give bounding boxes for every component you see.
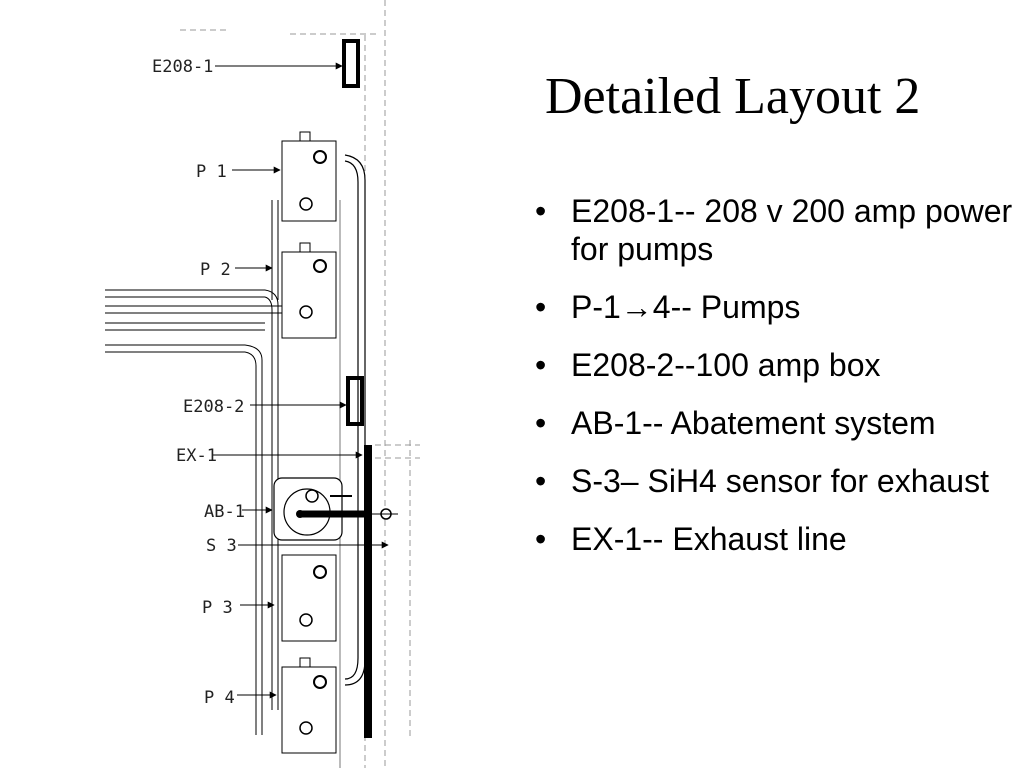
label-p2: P 2 [200,260,231,280]
bullet-text: EX-1-- Exhaust line [571,521,847,557]
label-ab1: AB-1 [204,502,245,522]
bullet-dot-icon: • [535,521,547,557]
feed-lines [105,289,285,353]
bullet-dot-icon: • [535,289,547,325]
label-e208-1: E208-1 [152,57,213,77]
bullet-item: • P-1→4-- Pumps [535,288,1015,326]
pump-p3 [281,554,337,642]
bullet-item: • EX-1-- Exhaust line [535,520,1015,558]
label-p4: P 4 [204,688,235,708]
bullet-item: • E208-2--100 amp box [535,346,1015,384]
layout-diagram: E208-1 P 1 P 2 E208-2 EX-1 AB-1 S 3 P 3 … [105,0,420,768]
bullet-list: • E208-1-- 208 v 200 amp power for pumps… [535,192,1015,578]
label-s3: S 3 [206,536,237,556]
bullet-text-part: P-1 [571,289,621,325]
dashed-wall-lines [180,0,420,768]
bullet-dot-icon: • [535,193,547,229]
slide-title: Detailed Layout 2 [545,68,921,125]
label-e208-2: E208-2 [183,397,244,417]
pump-p1 [281,131,337,222]
leader-arrows [212,62,389,699]
label-p1: P 1 [196,162,227,182]
bullet-item: • S-3– SiH4 sensor for exhaust [535,462,1015,500]
bullet-text: E208-2--100 amp box [571,347,881,383]
bullet-text: E208-1-- 208 v 200 amp power for pumps [571,193,1013,267]
abatement-ab1 [273,477,398,541]
bullet-text: S-3– SiH4 sensor for exhaust [571,463,989,499]
bullet-dot-icon: • [535,463,547,499]
label-ex1: EX-1 [176,446,217,466]
bullet-dot-icon: • [535,405,547,441]
bullet-dot-icon: • [535,347,547,383]
bullet-item: • E208-1-- 208 v 200 amp power for pumps [535,192,1015,268]
label-p3: P 3 [202,598,233,618]
arrow-right-icon: → [620,289,653,325]
bullet-item: • AB-1-- Abatement system [535,404,1015,442]
e208-1-box [342,39,360,88]
vertical-pipes [244,200,279,735]
bullet-text: AB-1-- Abatement system [571,405,936,441]
return-piping [344,154,366,686]
pump-p2 [281,242,337,339]
bullet-text-part: 4-- Pumps [652,289,801,325]
e208-2-box [346,376,364,426]
pump-p4 [281,657,337,754]
